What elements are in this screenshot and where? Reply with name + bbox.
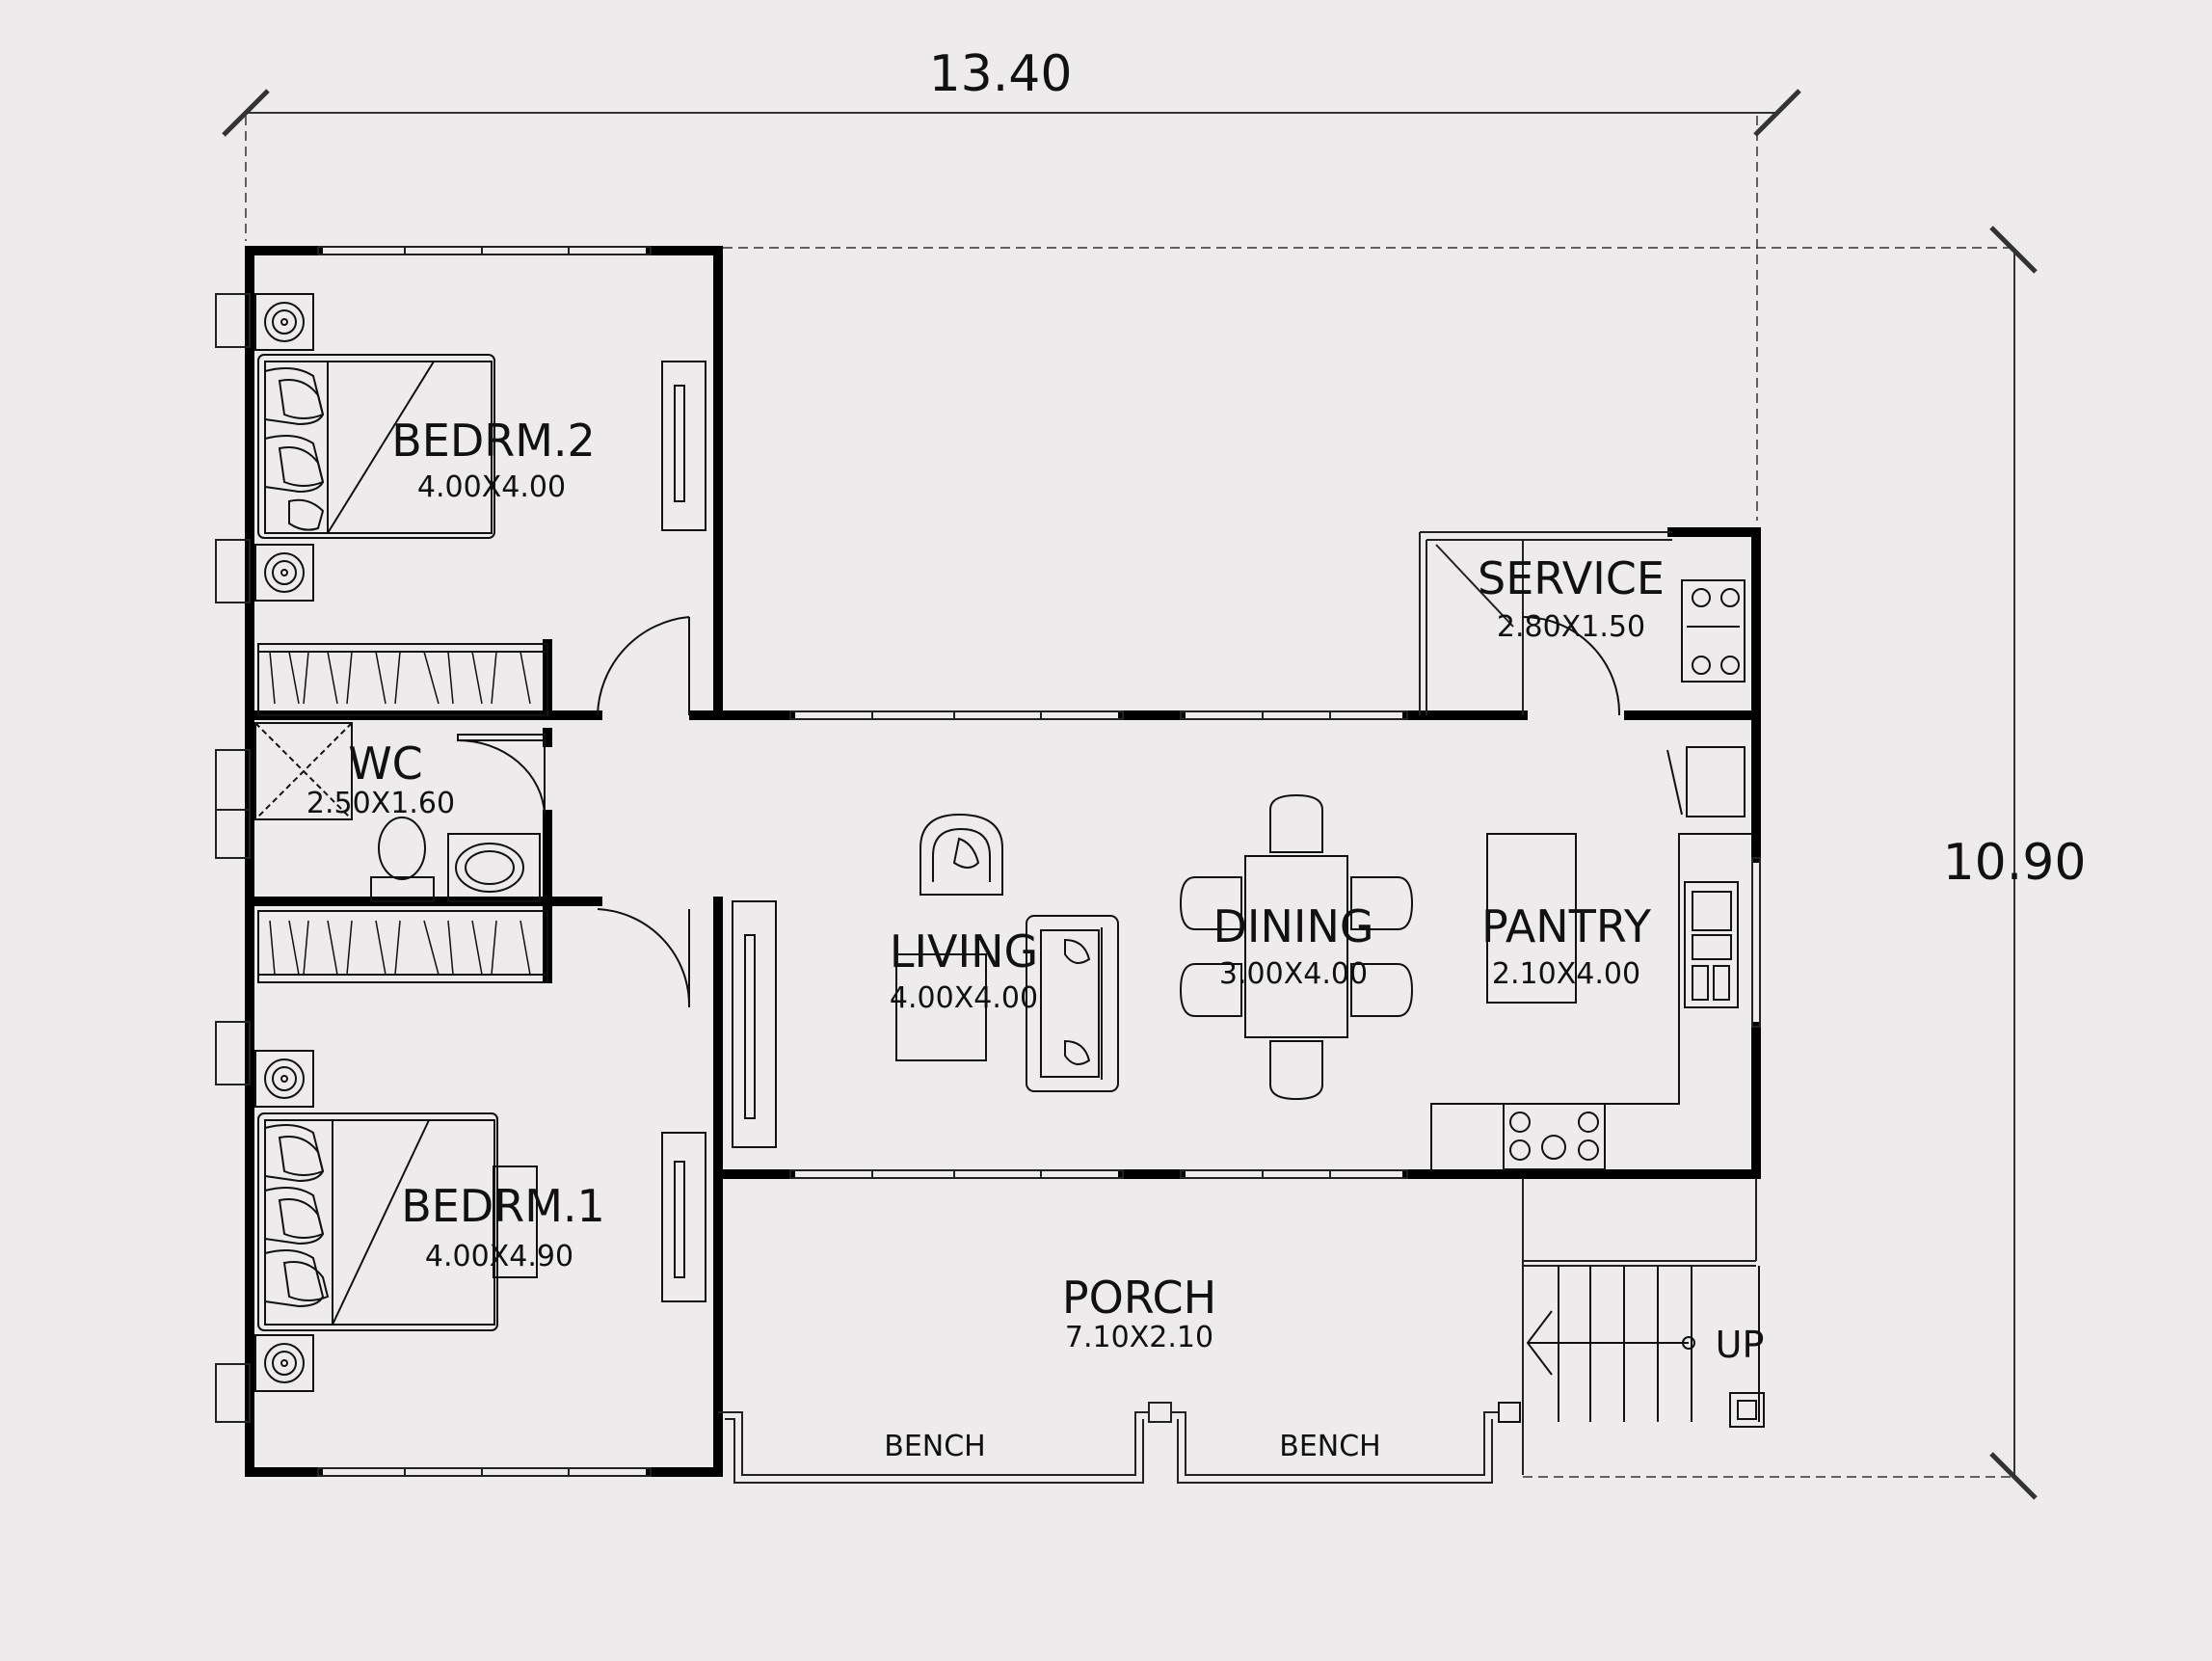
bedroom1-size: 4.00X4.90 [425, 1240, 573, 1273]
bedroom2-name: BEDRM.2 [391, 415, 596, 467]
depth-dimension: 10.90 [1943, 834, 2087, 892]
wc-fixtures [254, 722, 546, 902]
living-size: 4.00X4.00 [890, 981, 1038, 1015]
dimension-lines [222, 89, 2038, 1500]
dining-name: DINING [1213, 900, 1373, 952]
bedroom2-size: 4.00X4.00 [417, 470, 566, 504]
bedroom1-name: BEDRM.1 [401, 1180, 605, 1232]
bench-label-left: BENCH [884, 1430, 985, 1463]
porch-stairs [1498, 1266, 1765, 1428]
wc-size: 2.50X1.60 [306, 787, 455, 820]
closet-hangers-1 [269, 920, 531, 976]
dining-furniture [1179, 793, 1414, 1101]
pantry-size: 2.10X4.00 [1492, 957, 1640, 991]
pantry-name: PANTRY [1481, 900, 1652, 952]
bench-label-right: BENCH [1279, 1430, 1380, 1463]
bedroom1-furniture [254, 908, 706, 1392]
living-name: LIVING [890, 925, 1038, 978]
width-dimension: 13.40 [929, 45, 1073, 103]
bedroom2-furniture [254, 293, 706, 716]
thin-lines [215, 246, 1761, 1484]
service-name: SERVICE [1478, 552, 1665, 604]
dining-size: 3.00X4.00 [1219, 957, 1368, 991]
living-furniture [732, 813, 1119, 1148]
porch-size: 7.10X2.10 [1065, 1321, 1213, 1354]
service-size: 2.80X1.50 [1497, 610, 1645, 644]
wc-name: WC [348, 737, 423, 790]
stair-up-label: UP [1716, 1324, 1765, 1366]
closet-hangers [269, 651, 531, 705]
porch-name: PORCH [1062, 1272, 1216, 1324]
pantry-fixtures [1430, 579, 1752, 1171]
